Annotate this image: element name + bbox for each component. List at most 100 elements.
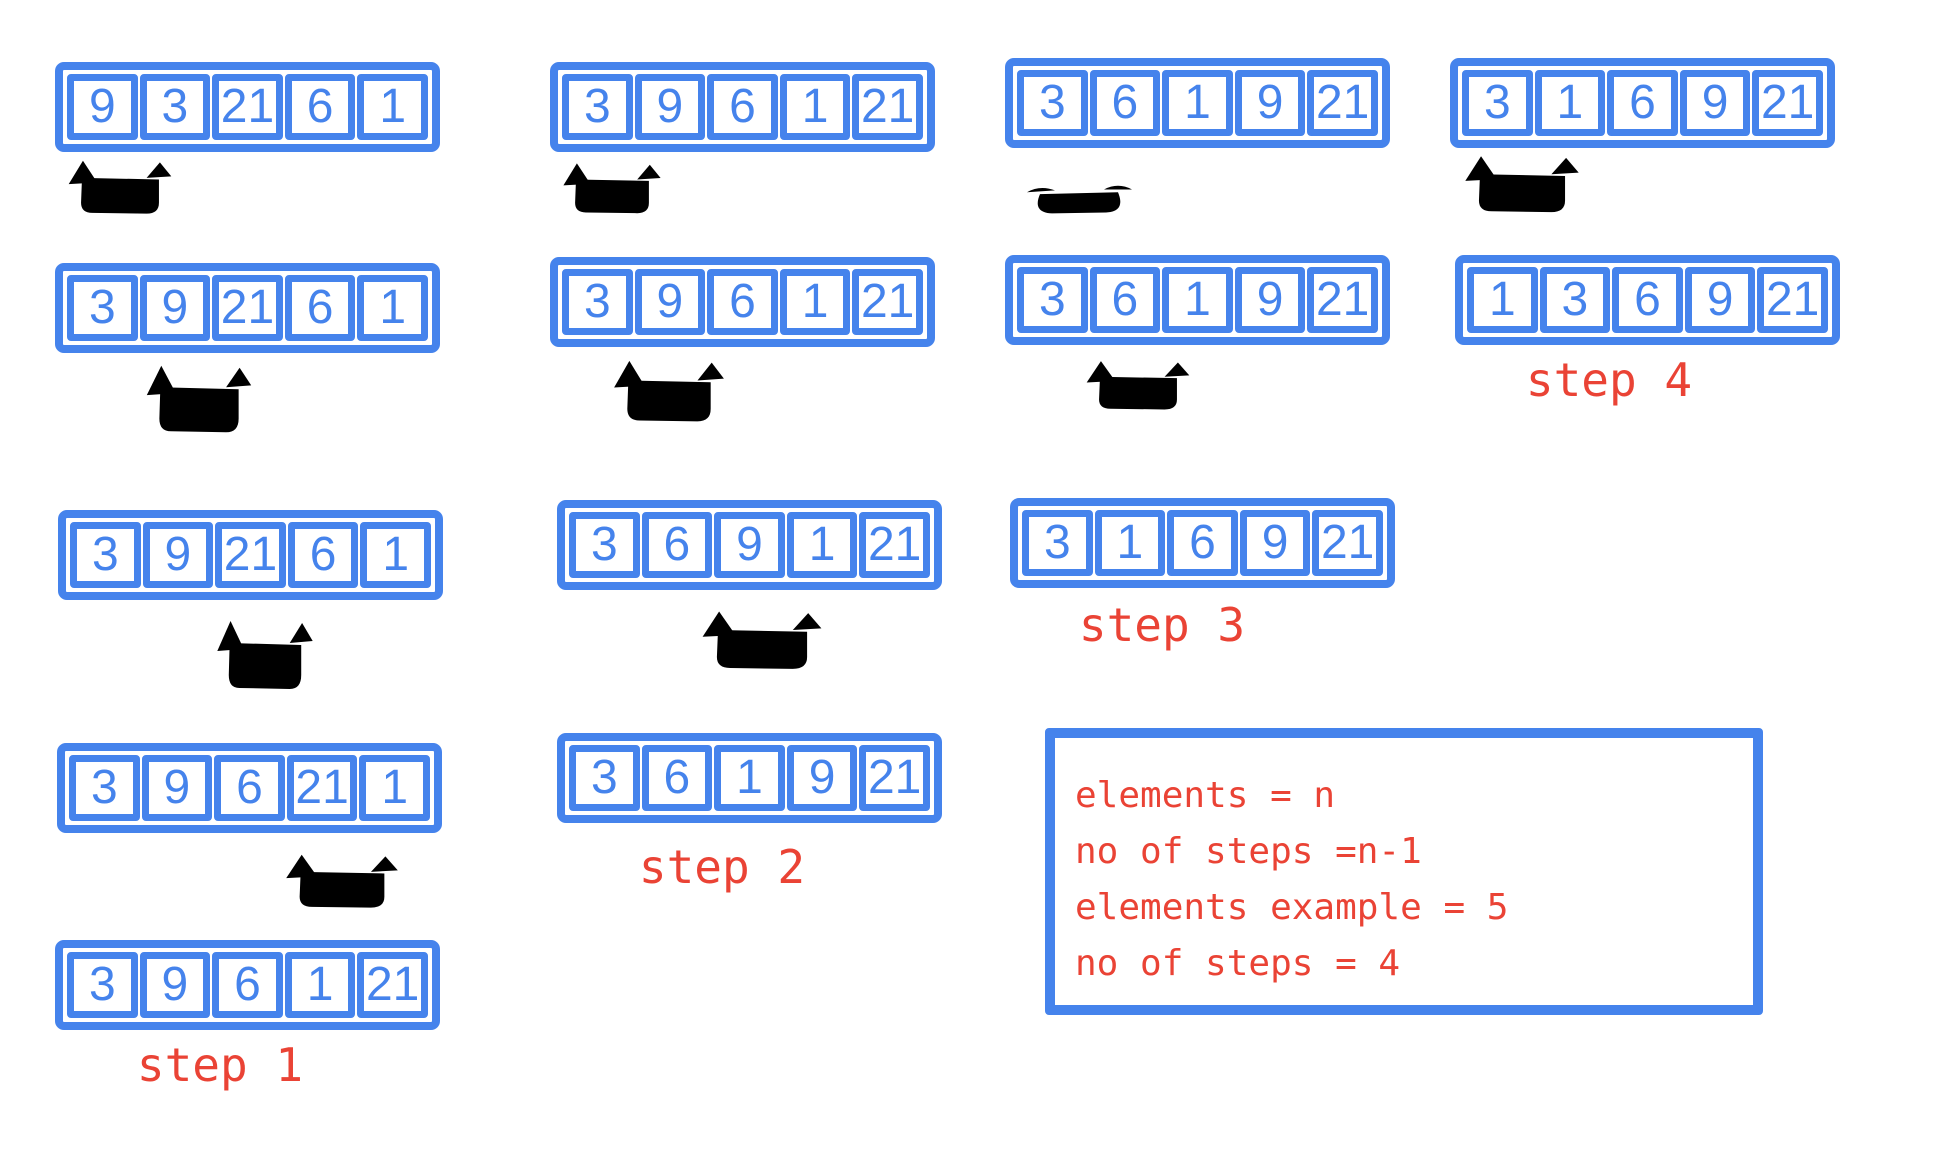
array-cell: 6 bbox=[707, 74, 778, 140]
cell-value: 3 bbox=[583, 80, 611, 133]
array-cell: 6 bbox=[287, 522, 359, 588]
cell-value: 1 bbox=[1116, 516, 1144, 569]
cell-value: 21 bbox=[295, 761, 349, 814]
array-cell: 6 bbox=[1167, 510, 1238, 576]
array-cell: 6 bbox=[1089, 70, 1161, 136]
cell-value: 1 bbox=[382, 528, 410, 581]
cell-value: 21 bbox=[1760, 76, 1815, 129]
array-cell: 9 bbox=[1239, 510, 1311, 576]
array-cell: 21 bbox=[357, 952, 428, 1018]
cell-value: 21 bbox=[1315, 273, 1370, 326]
array-cell: 1 bbox=[357, 74, 428, 140]
array-cell: 3 bbox=[562, 269, 633, 335]
step-2-label: step 2 bbox=[638, 840, 806, 894]
array-cell: 3 bbox=[569, 512, 640, 578]
array-cell: 1 bbox=[284, 952, 356, 1018]
array-cell: 3 bbox=[562, 74, 633, 140]
array-cell: 1 bbox=[786, 512, 858, 578]
array-cell: 1 bbox=[357, 275, 428, 341]
array-cell: 6 bbox=[1612, 267, 1683, 333]
cell-value: 21 bbox=[860, 80, 915, 133]
array-cell: 3 bbox=[569, 745, 640, 811]
cell-value: 21 bbox=[867, 751, 922, 804]
array-cell: 6 bbox=[284, 275, 356, 341]
cell-value: 21 bbox=[860, 275, 915, 328]
array-cell: 21 bbox=[1307, 267, 1378, 333]
array-cell: 21 bbox=[859, 745, 930, 811]
note-elements-example: elements example = 5 bbox=[1075, 887, 1509, 928]
array-cell: 9 bbox=[634, 74, 706, 140]
swap-arrow-icon bbox=[614, 360, 724, 422]
step-3-label: step 3 bbox=[1078, 598, 1246, 652]
cell-value: 1 bbox=[306, 958, 334, 1011]
cell-value: 1 bbox=[801, 275, 829, 328]
array-cell: 3 bbox=[139, 74, 211, 140]
array-cell: 1 bbox=[1467, 267, 1538, 333]
cell-value: 3 bbox=[1038, 76, 1066, 129]
array-cell: 3 bbox=[67, 275, 138, 341]
array-cell: 1 bbox=[779, 74, 851, 140]
cell-value: 21 bbox=[365, 958, 420, 1011]
cell-value: 6 bbox=[729, 80, 756, 133]
notes-box: elements = n no of steps =n-1 elements e… bbox=[1045, 728, 1763, 1015]
cell-value: 3 bbox=[1561, 273, 1589, 326]
cell-value: 3 bbox=[88, 281, 116, 334]
cell-value: 9 bbox=[736, 518, 763, 571]
cell-value: 21 bbox=[1320, 516, 1375, 569]
array-cell: 21 bbox=[852, 74, 923, 140]
array-cell: 21 bbox=[215, 522, 286, 588]
cell-value: 1 bbox=[808, 518, 836, 571]
cell-value: 6 bbox=[729, 275, 756, 328]
cell-value: 9 bbox=[161, 958, 189, 1011]
cell-value: 6 bbox=[1111, 76, 1139, 129]
cell-value: 21 bbox=[867, 518, 922, 571]
cell-value: 6 bbox=[234, 958, 261, 1011]
cell-value: 6 bbox=[1629, 76, 1656, 129]
array-cell: 6 bbox=[212, 952, 283, 1018]
array-cell: 21 bbox=[859, 512, 930, 578]
cell-value: 6 bbox=[1189, 516, 1216, 569]
swap-arrow-icon bbox=[217, 621, 313, 689]
array-cell: 1 bbox=[714, 745, 785, 811]
cell-value: 3 bbox=[161, 80, 189, 133]
array-cell: 6 bbox=[1607, 70, 1678, 136]
array-cell: 9 bbox=[634, 269, 706, 335]
array-cell: 6 bbox=[1089, 267, 1161, 333]
cell-value: 9 bbox=[88, 80, 116, 133]
cell-value: 1 bbox=[381, 761, 409, 814]
cell-value: 3 bbox=[1043, 516, 1071, 569]
cell-value: 1 bbox=[1184, 273, 1211, 326]
cell-value: 1 bbox=[801, 80, 829, 133]
array-cell: 9 bbox=[1234, 267, 1306, 333]
cell-value: 1 bbox=[736, 751, 763, 804]
cell-value: 9 bbox=[1256, 76, 1284, 129]
array-cell: 9 bbox=[141, 755, 213, 821]
cell-value: 21 bbox=[1765, 273, 1820, 326]
array-cell: 21 bbox=[1757, 267, 1828, 333]
array-cell: 3 bbox=[1539, 267, 1611, 333]
cell-value: 9 bbox=[164, 528, 192, 581]
cell-value: 3 bbox=[90, 761, 118, 814]
cell-value: 21 bbox=[220, 281, 275, 334]
array-cell: 6 bbox=[284, 74, 356, 140]
swap-arrow-icon bbox=[68, 160, 172, 214]
array-cell: 3 bbox=[67, 952, 138, 1018]
note-steps-formula: no of steps =n-1 bbox=[1075, 831, 1422, 872]
cell-value: 21 bbox=[223, 528, 278, 581]
cell-value: 6 bbox=[309, 528, 337, 581]
cell-value: 6 bbox=[1111, 273, 1139, 326]
array-cell: 9 bbox=[714, 512, 785, 578]
cell-value: 3 bbox=[590, 751, 618, 804]
note-steps-example: no of steps = 4 bbox=[1075, 943, 1401, 984]
cell-value: 3 bbox=[88, 958, 116, 1011]
step-1-label: step 1 bbox=[136, 1038, 304, 1092]
array-cell: 1 bbox=[359, 755, 430, 821]
